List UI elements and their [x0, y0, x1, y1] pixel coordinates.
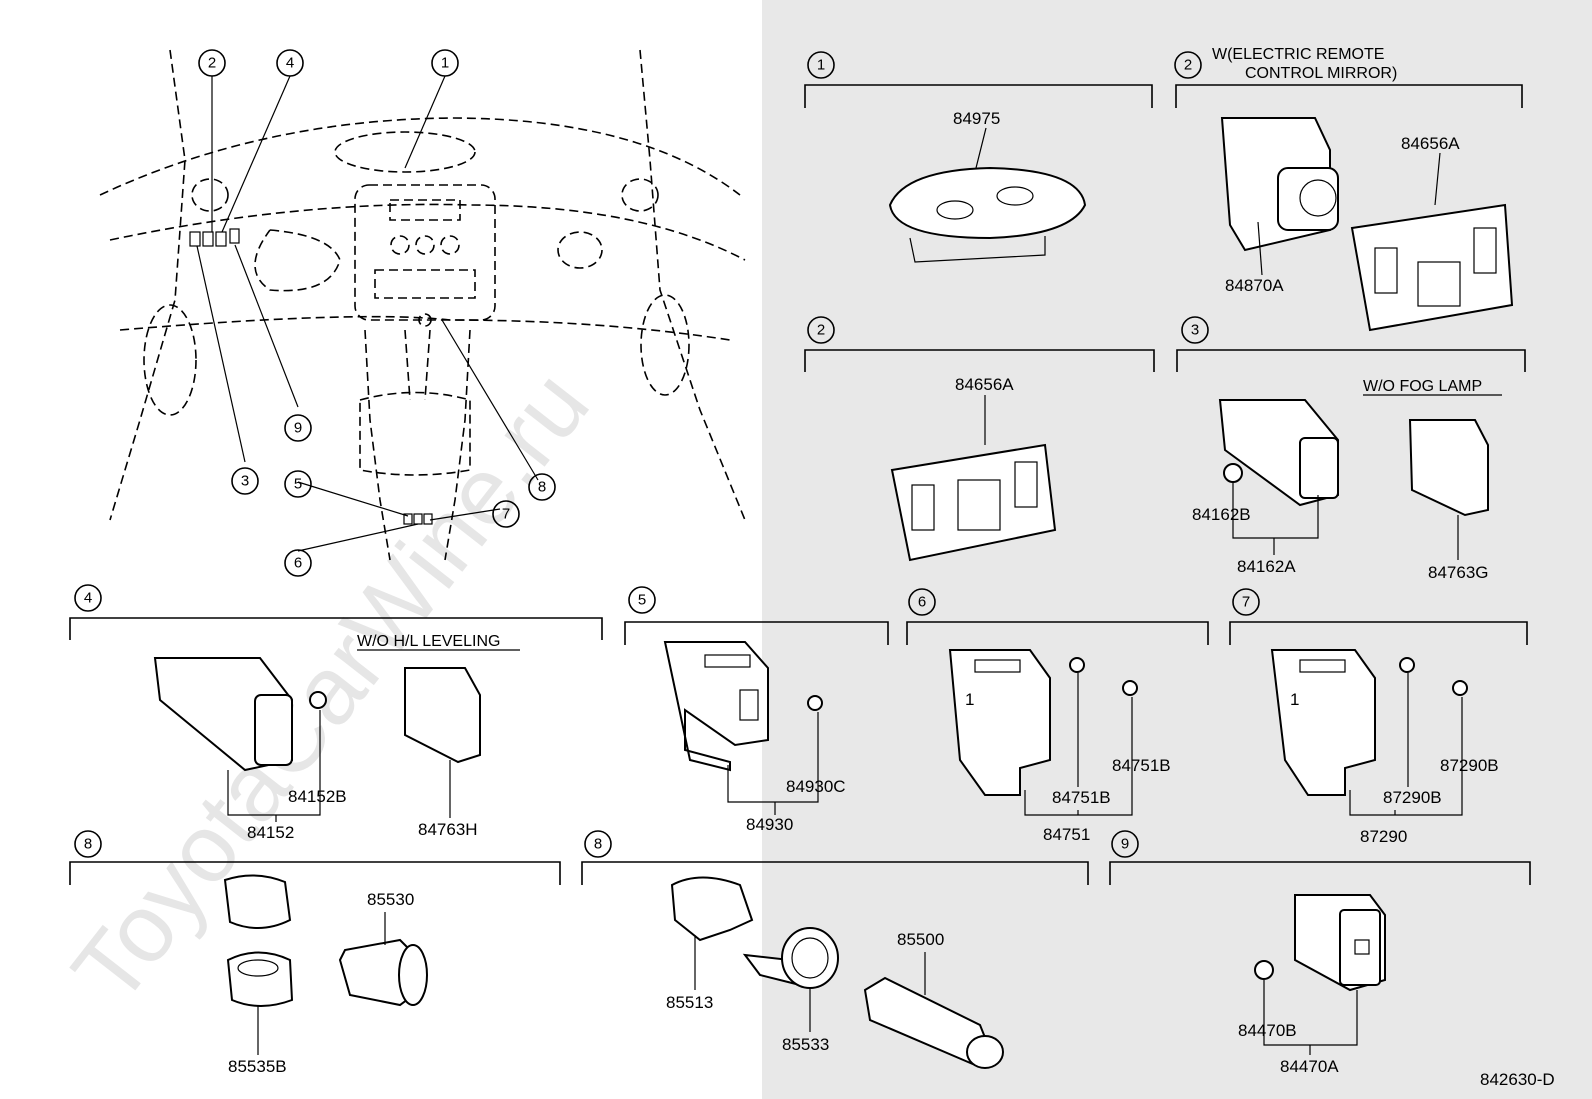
clip-icon — [1069, 657, 1085, 673]
section-7: 7 1 87290B 87290B 87290 — [1229, 588, 1528, 846]
clip-icon — [1399, 657, 1415, 673]
svg-text:9: 9 — [1121, 836, 1129, 853]
background-panel — [762, 0, 1592, 1099]
clip-icon — [1254, 960, 1274, 980]
svg-text:8: 8 — [84, 836, 92, 853]
socket-cap — [223, 874, 292, 930]
condition-note: CONTROL MIRROR) — [1245, 65, 1397, 82]
svg-text:2: 2 — [1184, 57, 1192, 74]
switch-bezel — [890, 443, 1057, 562]
svg-text:5: 5 — [294, 476, 302, 493]
overview-callout-6: 6 — [284, 549, 312, 577]
overview-callout-1: 1 — [431, 49, 459, 77]
part-number: 84751 — [1043, 825, 1090, 844]
part-number: 84930 — [746, 815, 793, 834]
rear-wiper-switch — [663, 641, 769, 772]
switch-mark: 1 — [1290, 690, 1299, 709]
part-number: 87290 — [1360, 827, 1407, 846]
condition-note: W/O FOG LAMP — [1363, 378, 1482, 395]
section-2-bezel: 2 84656A — [804, 316, 1155, 562]
part-number: 84751B — [1052, 788, 1111, 807]
seat-heater-switch — [948, 649, 1051, 796]
overview-callout-8: 8 — [528, 473, 556, 501]
svg-text:6: 6 — [294, 555, 302, 572]
part-number: 84152B — [288, 787, 347, 806]
svg-text:9: 9 — [294, 420, 302, 437]
part-number: 85535B — [228, 1057, 287, 1076]
section-3: 3 W/O FOG LAMP 84162B 84162A 84763G — [1176, 316, 1526, 582]
clip-icon — [807, 695, 823, 711]
section-8-socket: 8 85535B 85530 — [69, 830, 561, 1076]
section-2-mirror: 2 W(ELECTRIC REMOTE CONTROL MIRROR) 8487… — [1174, 46, 1523, 332]
section-5: 5 84930C 84930 — [624, 586, 889, 834]
part-number: 84470A — [1280, 1057, 1339, 1076]
socket-cap — [226, 951, 294, 1007]
svg-text:8: 8 — [594, 836, 602, 853]
switch-hole-cover — [888, 166, 1087, 240]
part-number: 84870A — [1225, 276, 1284, 295]
switch-bezel — [1350, 203, 1514, 332]
part-number: 84751B — [1112, 756, 1171, 775]
seat-heater-switch — [1270, 649, 1376, 796]
section-6: 6 1 84751B 84751B 84751 — [906, 588, 1209, 844]
svg-text:2: 2 — [817, 322, 825, 339]
svg-text:7: 7 — [502, 506, 510, 523]
part-number: 85513 — [666, 993, 713, 1012]
section-4: 4 W/O H/L LEVELING 84152B 84152 84763H — [69, 584, 603, 842]
svg-text:1: 1 — [817, 57, 825, 74]
part-number: 84152 — [247, 823, 294, 842]
svg-text:6: 6 — [918, 594, 926, 611]
svg-text:4: 4 — [286, 55, 294, 72]
part-number: 84763H — [418, 820, 478, 839]
part-number: 84162A — [1237, 557, 1296, 576]
part-number: 84162B — [1192, 505, 1251, 524]
overview-callout-2: 2 — [198, 49, 226, 77]
switch-mark: 1 — [965, 690, 974, 709]
part-number: 84656A — [1401, 134, 1460, 153]
overview-callout-7: 7 — [492, 500, 520, 528]
svg-text:3: 3 — [1191, 322, 1199, 339]
part-number: 85533 — [782, 1035, 829, 1054]
section-9: 9 84470B 84470A — [1109, 830, 1531, 1076]
overview-callout-5: 5 — [284, 470, 312, 498]
part-number: 84930C — [786, 777, 846, 796]
section-8-lighter: 8 85513 85533 85500 — [581, 830, 1089, 1069]
lighter-housing — [781, 927, 839, 989]
overview-callout-4: 4 — [276, 49, 304, 77]
clip-icon — [1452, 680, 1468, 696]
part-number: 84975 — [953, 109, 1000, 128]
dashboard-overview — [99, 49, 746, 561]
svg-text:4: 4 — [84, 590, 92, 607]
part-number: 84470B — [1238, 1021, 1297, 1040]
svg-text:7: 7 — [1242, 594, 1250, 611]
part-number: 87290B — [1440, 756, 1499, 775]
svg-text:3: 3 — [241, 473, 249, 490]
part-number: 87290B — [1383, 788, 1442, 807]
overview-callout-9: 9 — [284, 414, 312, 442]
svg-text:8: 8 — [538, 479, 546, 496]
drawing-id: 842630-D — [1480, 1070, 1555, 1089]
clip-icon — [1122, 680, 1138, 696]
part-number: 85500 — [897, 930, 944, 949]
switch-blank — [404, 667, 481, 764]
part-number: 84763G — [1428, 563, 1489, 582]
section-1: 1 84975 — [804, 51, 1153, 263]
svg-text:1: 1 — [441, 55, 449, 72]
switch-blank — [1408, 419, 1489, 517]
part-number: 85530 — [367, 890, 414, 909]
lighter-ring — [670, 876, 754, 942]
clip-icon — [309, 691, 327, 709]
overview-callout-3: 3 — [231, 467, 259, 495]
part-number: 84656A — [955, 375, 1014, 394]
svg-text:2: 2 — [208, 55, 216, 72]
svg-text:5: 5 — [638, 592, 646, 609]
section-number-badge — [807, 51, 835, 79]
condition-note: W/O H/L LEVELING — [357, 633, 500, 650]
clip-icon — [1223, 463, 1243, 483]
watermark: ToyotaCarWine.ru — [52, 352, 609, 1023]
condition-note: W(ELECTRIC REMOTE — [1212, 46, 1384, 63]
